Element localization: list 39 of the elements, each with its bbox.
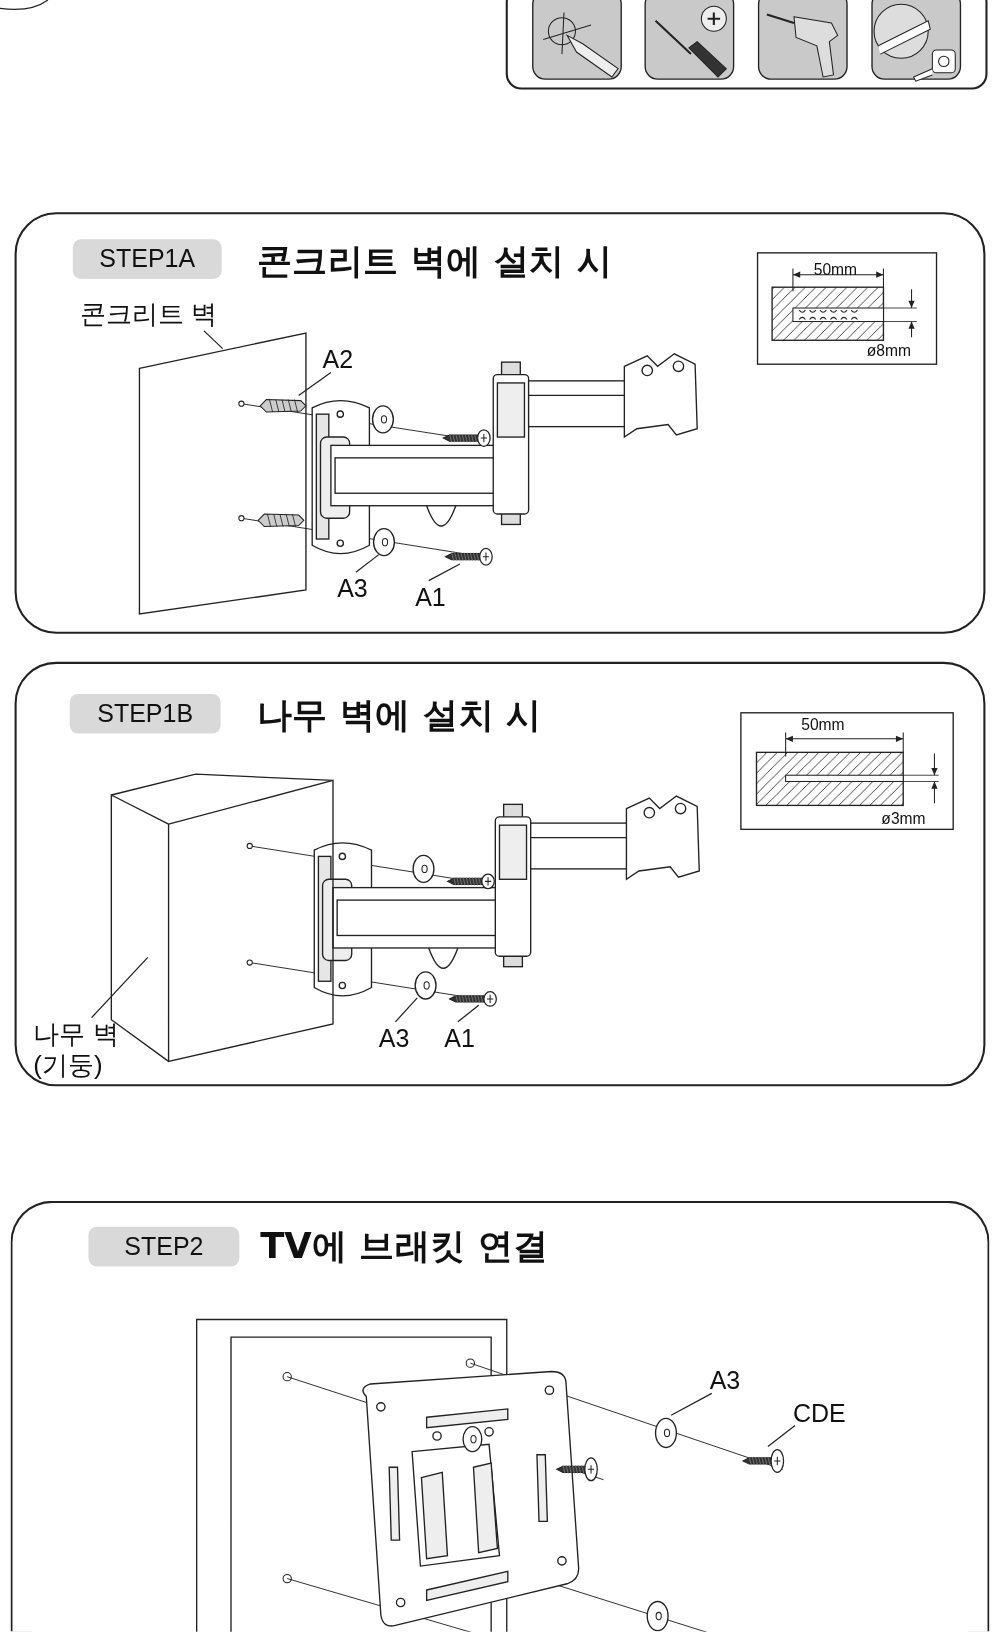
wall-anchor-drawing: [260, 397, 306, 415]
step-tag: STEP1B: [69, 694, 221, 734]
leader-line: [767, 1424, 796, 1448]
step-heading: 콘크리트 벽에 설치 시: [257, 239, 613, 281]
step-panel: [14, 661, 986, 1087]
leader-line: [670, 1392, 713, 1416]
callout-label: A3: [709, 1366, 748, 1396]
step-tag: STEP2: [88, 1226, 240, 1267]
leader-line: [298, 371, 332, 397]
callout-label: A2: [322, 345, 361, 375]
callout-label: A3: [337, 574, 375, 604]
concrete-wall-drawing: [139, 333, 306, 614]
step-tag: STEP1A: [72, 239, 222, 279]
leader-line: [203, 330, 224, 350]
dimension-label: 50mm: [813, 261, 858, 278]
step-panel: [10, 1200, 990, 1632]
callout-label: A1: [444, 1023, 482, 1054]
callout-label: 콘크리트 벽: [80, 297, 231, 329]
dimension-label: ø8mm: [866, 342, 912, 359]
callout-label: 나무 벽 (기둥): [33, 1017, 138, 1081]
step-heading: 나무 벽에 설치 시: [257, 694, 542, 736]
leader-line: [457, 1004, 480, 1023]
callout-label: A3: [378, 1023, 417, 1054]
dimension-label: ø3mm: [881, 810, 926, 828]
leader-line: [355, 554, 380, 573]
step-heading: TV에 브래킷 연결: [260, 1224, 549, 1267]
screw-drawing: [743, 1448, 785, 1474]
step-panel: [14, 212, 986, 634]
leader-line: [428, 563, 461, 582]
callout-label: CDE: [792, 1399, 854, 1429]
washer-drawing: [654, 1417, 678, 1449]
screw-drawing: [449, 990, 498, 1008]
leader-line: [90, 956, 149, 1019]
dimension-label: 50mm: [801, 716, 845, 734]
washer-drawing: [414, 970, 438, 1000]
callout-label: A1: [415, 582, 453, 612]
screw-drawing: [445, 547, 494, 567]
washer-drawing: [372, 527, 396, 557]
leader-line: [394, 997, 418, 1023]
